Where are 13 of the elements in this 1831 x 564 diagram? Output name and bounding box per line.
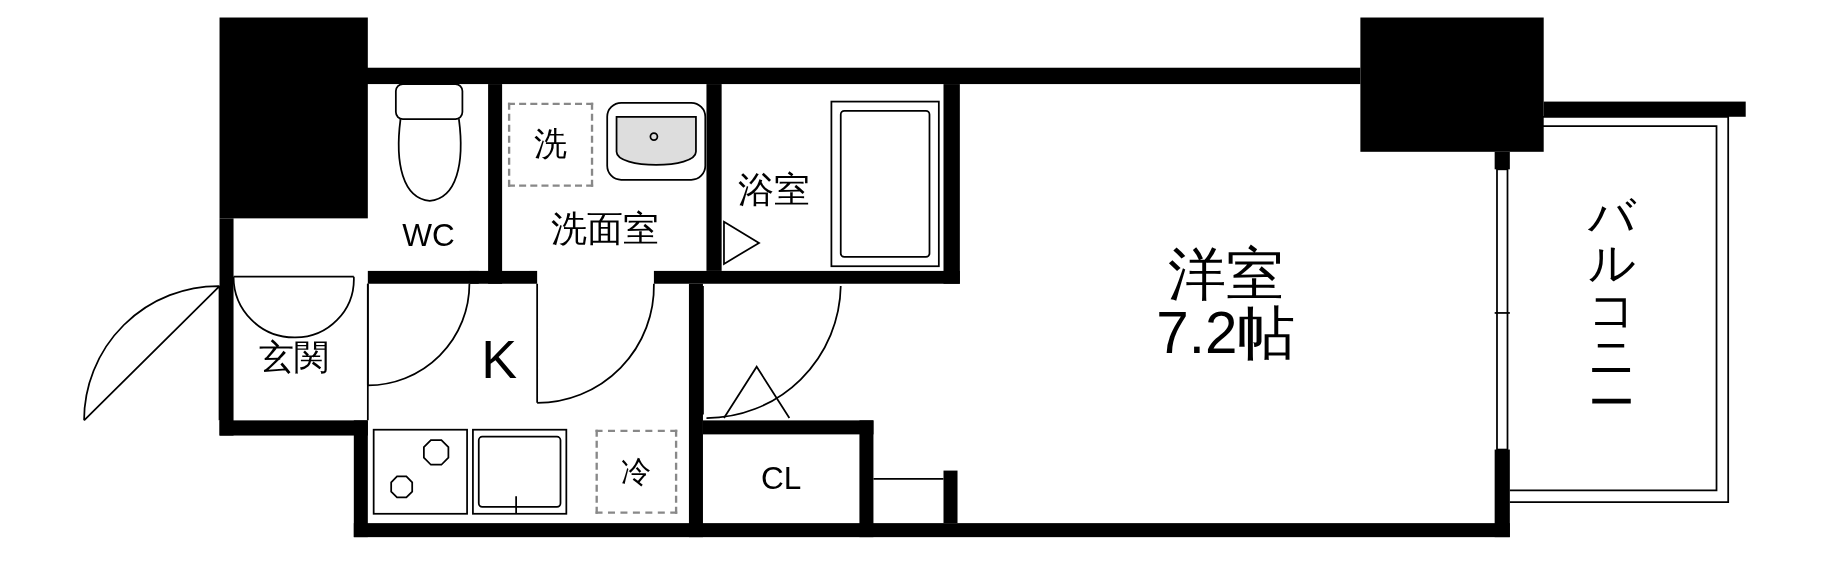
room-label: 洗面室: [550, 209, 660, 246]
room-label: 洗: [534, 128, 567, 162]
room-label: 洋室: [1167, 245, 1285, 304]
room-label: CL: [761, 463, 802, 495]
washer-space: [507, 102, 594, 187]
room-label: K: [481, 332, 518, 387]
room-label: 浴室: [738, 171, 811, 208]
room-label: 7.2帖: [1156, 303, 1296, 362]
room-label: WC: [402, 220, 455, 252]
room-label: 冷: [621, 456, 652, 487]
room-label: バルコニー: [1588, 192, 1635, 427]
room-label: 玄関: [258, 339, 329, 375]
fridge-space: [595, 429, 678, 514]
